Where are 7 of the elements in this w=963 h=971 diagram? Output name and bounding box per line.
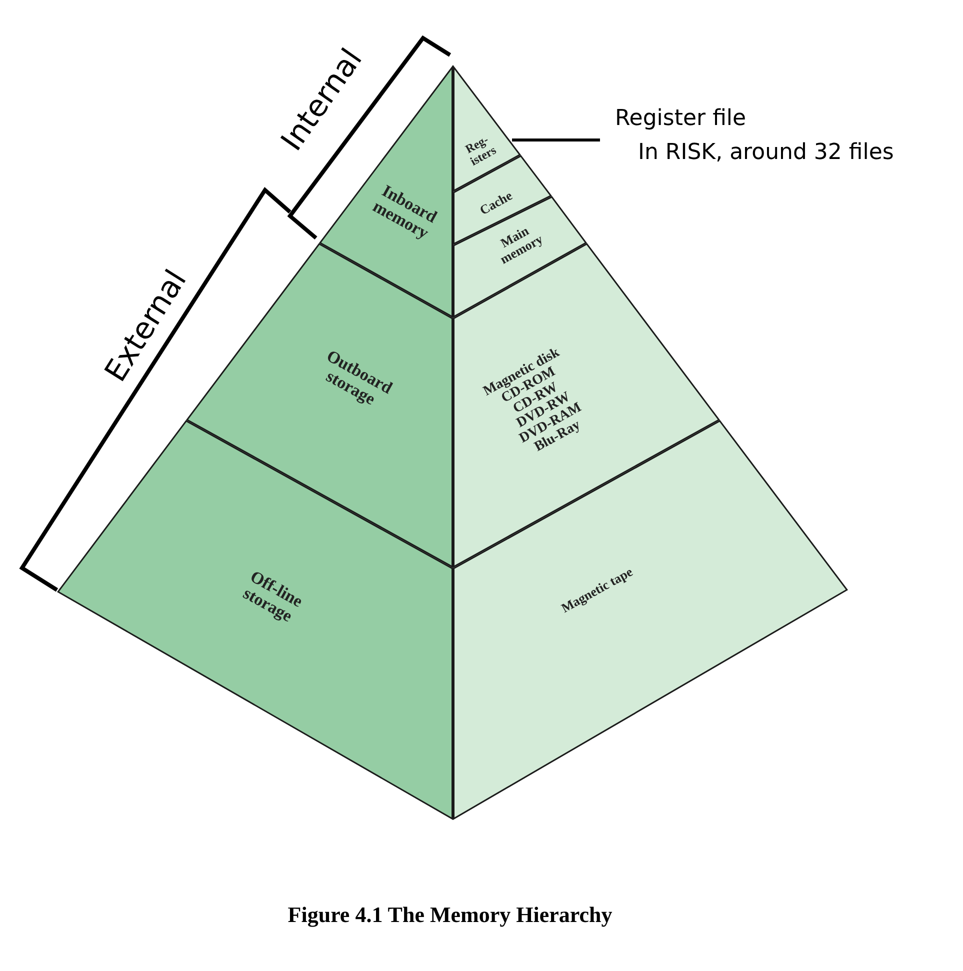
section-label: Reg- isters [462, 131, 500, 170]
section-label: Cache [476, 186, 516, 220]
callout-text: In RISK, around 32 files [638, 140, 894, 165]
callout-text: Register file [615, 106, 746, 131]
pyramid-section [55, 418, 455, 822]
leader-line [512, 138, 600, 142]
figure-caption: Figure 4.1 The Memory Hierarchy [286, 902, 614, 928]
